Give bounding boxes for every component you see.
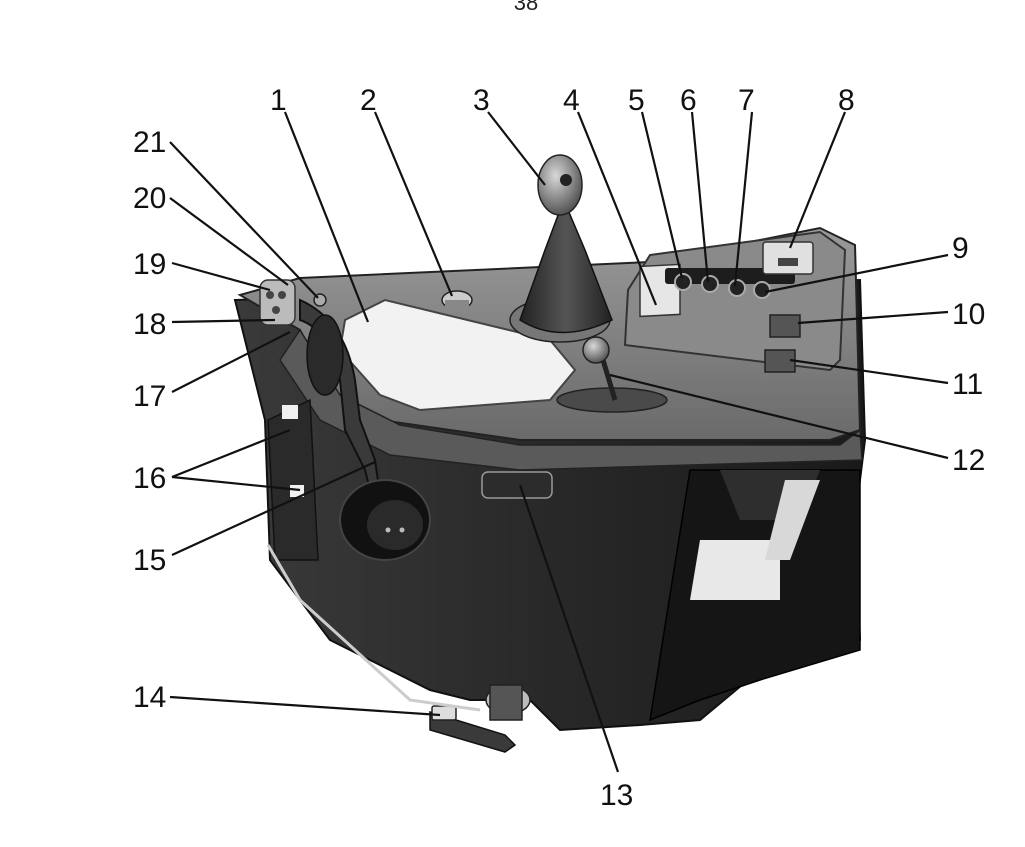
- leader-6: [690, 111, 710, 283]
- callout-6: 6: [680, 84, 697, 117]
- callout-1: 1: [270, 84, 287, 117]
- callout-4: 4: [563, 84, 580, 117]
- page-number: 38: [513, 0, 539, 15]
- callout-5: 5: [628, 84, 645, 117]
- callout-labels: 1 2 3 4 5 6 7 8 9 10 11 12 13 14 15 16 1…: [133, 84, 985, 812]
- callout-12: 12: [952, 444, 985, 477]
- leader-8: [788, 111, 847, 249]
- leader-20: [169, 197, 289, 286]
- door-handle: [481, 471, 553, 499]
- leader-12: [609, 373, 949, 460]
- leader-3: [487, 111, 546, 186]
- leader-lines: [169, 111, 949, 773]
- callout-21: 21: [133, 126, 166, 159]
- gear-shift-lever: [509, 154, 613, 343]
- leader-19: [171, 261, 271, 292]
- callout-13: 13: [600, 779, 633, 812]
- callout-15: 15: [133, 544, 166, 577]
- side-panel-slots: [267, 398, 319, 561]
- leader-4: [576, 111, 658, 306]
- leader-16a: [171, 428, 291, 479]
- joystick: [259, 279, 382, 497]
- callout-9: 9: [952, 232, 969, 265]
- leader-10: [797, 310, 949, 325]
- callout-20: 20: [133, 182, 166, 215]
- filler-cap: [441, 290, 473, 312]
- air-vent: [339, 479, 431, 561]
- leader-7: [733, 111, 754, 287]
- callout-14: 14: [133, 681, 166, 714]
- pedal-lever: [266, 544, 531, 753]
- leader-16b: [171, 475, 301, 492]
- callout-16: 16: [133, 462, 166, 495]
- leader-11: [789, 358, 949, 385]
- leader-13: [518, 484, 620, 773]
- callout-3: 3: [473, 84, 490, 117]
- callout-19: 19: [133, 248, 166, 281]
- callout-8: 8: [838, 84, 855, 117]
- leader-14: [169, 695, 441, 717]
- leader-17: [171, 331, 291, 393]
- callout-11: 11: [952, 368, 983, 401]
- leader-1: [283, 111, 370, 323]
- leader-2: [373, 111, 454, 297]
- callout-17: 17: [133, 380, 166, 413]
- callout-18: 18: [133, 308, 166, 341]
- callout-10: 10: [952, 298, 985, 331]
- leader-5: [640, 111, 684, 279]
- leader-21: [169, 141, 319, 299]
- leader-15: [171, 460, 376, 557]
- callout-7: 7: [738, 84, 755, 117]
- leader-18: [171, 318, 276, 324]
- callout-2: 2: [360, 84, 377, 117]
- small-lever: [556, 336, 668, 413]
- leader-9: [764, 253, 949, 294]
